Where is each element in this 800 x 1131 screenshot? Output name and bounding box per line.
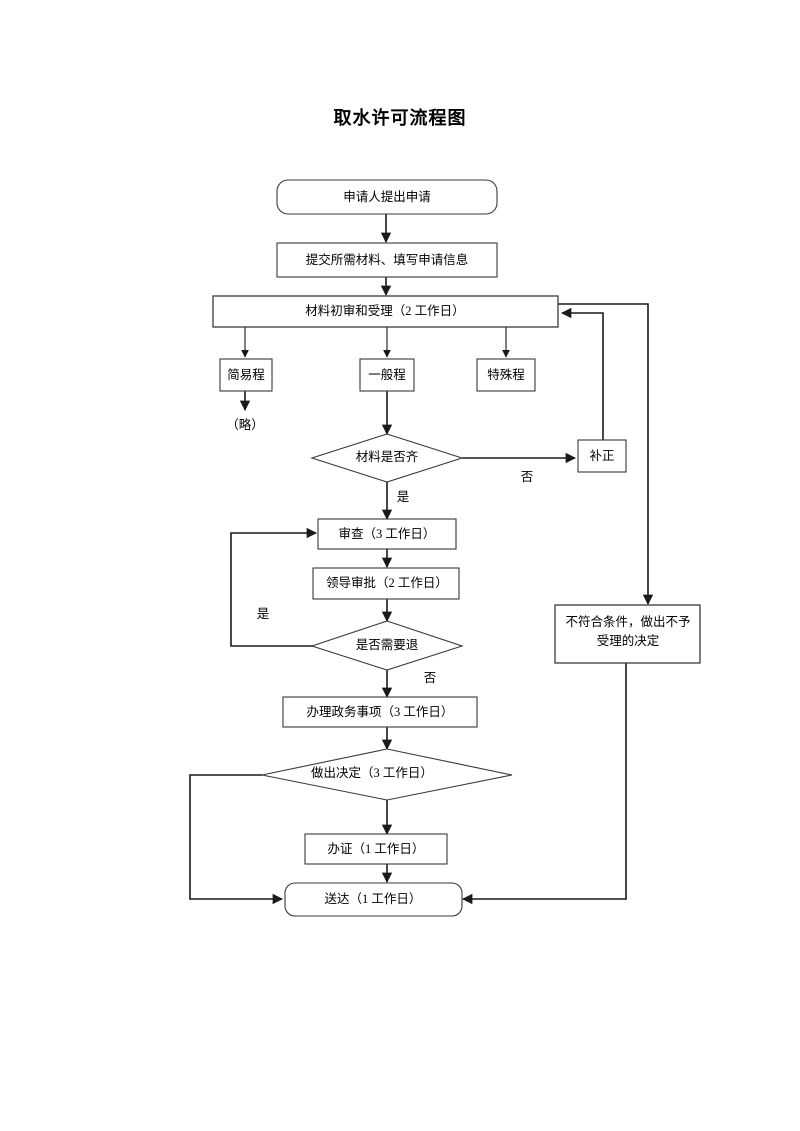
node-general-proc[interactable] <box>359 358 415 392</box>
node-make-decision[interactable] <box>261 748 513 801</box>
node-review-accept-label: 材料初审和受理（2 工作日） <box>305 303 464 318</box>
edge-reject-to-deliver <box>461 663 627 905</box>
node-reject[interactable] <box>554 604 701 664</box>
node-examine-label: 审查（3 工作日） <box>339 526 436 541</box>
node-reject-label-line2: 受理的决定 <box>597 633 660 648</box>
node-reject-label-line1: 不符合条件，做出不予 <box>565 614 690 629</box>
edge-label-materials-yes: 是 <box>397 490 410 504</box>
node-special-proc[interactable] <box>476 358 536 392</box>
edge-label-materials-no: 否 <box>521 470 534 484</box>
edge-decision-left-to-deliver <box>189 774 284 905</box>
node-issue-cert[interactable] <box>304 833 448 865</box>
node-review-accept[interactable] <box>212 295 559 328</box>
node-handle-affairs-label: 办理政务事项（3 工作日） <box>307 704 454 719</box>
node-supplement-label: 补正 <box>589 448 614 463</box>
edge-label-return-no: 否 <box>424 671 437 685</box>
node-need-return-label: 是否需要退 <box>356 638 419 652</box>
node-apply-label: 申请人提出申请 <box>343 189 431 204</box>
node-simple-proc[interactable] <box>219 358 273 392</box>
node-deliver[interactable] <box>284 882 463 917</box>
edge-label-return-yes: 是 <box>257 607 270 621</box>
node-submit-label: 提交所需材料、填写申请信息 <box>306 252 469 267</box>
node-submit[interactable] <box>276 242 498 278</box>
page-title: 取水许可流程图 <box>333 108 467 128</box>
node-issue-cert-label: 办证（1 工作日） <box>328 841 425 856</box>
node-leader-approve[interactable] <box>312 567 460 600</box>
node-leader-approve-label: 领导审批（2 工作日） <box>326 575 448 590</box>
node-deliver-label: 送达（1 工作日） <box>325 891 422 906</box>
edge-supplement-back-to-review <box>560 307 604 440</box>
node-simple-proc-label: 简易程 <box>227 367 265 382</box>
node-need-return[interactable] <box>310 620 464 671</box>
node-general-proc-label: 一般程 <box>368 367 406 382</box>
node-special-proc-label: 特殊程 <box>487 367 525 382</box>
node-make-decision-label: 做出决定（3 工作日） <box>311 765 433 780</box>
node-handle-affairs[interactable] <box>282 696 478 728</box>
node-supplement[interactable] <box>577 439 627 473</box>
node-materials-complete[interactable] <box>310 433 464 483</box>
node-apply[interactable] <box>276 179 498 215</box>
edge-return-yes-loop-to-examine <box>230 527 318 647</box>
edge-review-to-reject <box>558 303 654 606</box>
node-examine[interactable] <box>317 518 457 550</box>
note-omitted: （略） <box>226 417 264 432</box>
node-materials-complete-label: 材料是否齐 <box>356 449 419 464</box>
